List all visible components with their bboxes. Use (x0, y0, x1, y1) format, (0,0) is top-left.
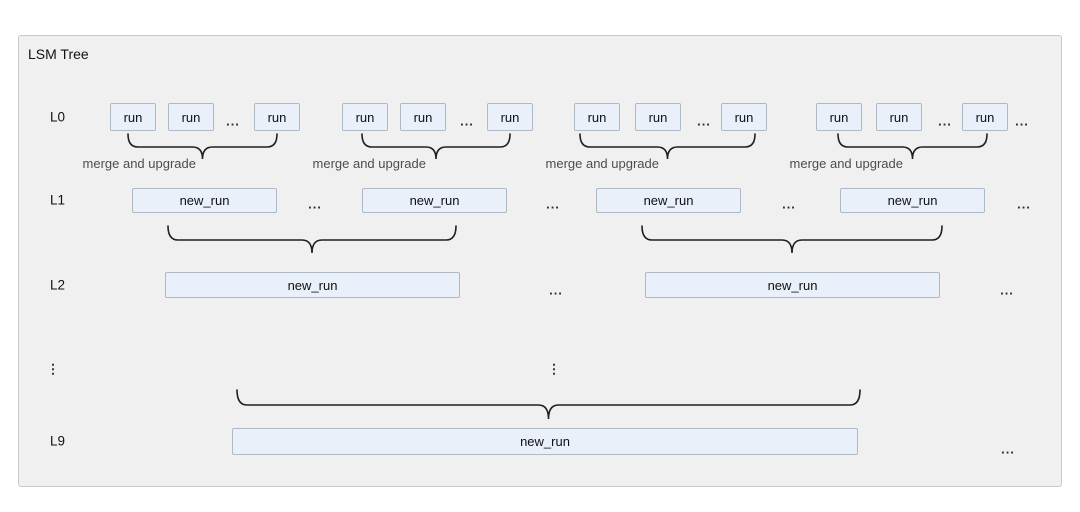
vertical-ellipsis: ⋮ (46, 361, 60, 377)
new-run-box: new_run (132, 188, 277, 213)
new-run-box: new_run (596, 188, 741, 213)
run-box: run (962, 103, 1008, 131)
ellipsis: ... (1001, 441, 1015, 457)
level-label-l9: L9 (50, 433, 66, 449)
run-box: run (400, 103, 446, 131)
new-run-box: new_run (840, 188, 985, 213)
level-label-l0: L0 (50, 109, 66, 125)
level-label-l2: L2 (50, 277, 66, 293)
ellipsis: ... (1000, 282, 1014, 298)
vertical-ellipsis: ⋮ (547, 361, 561, 377)
run-box: run (254, 103, 300, 131)
run-box: run (574, 103, 620, 131)
ellipsis: ... (460, 113, 474, 129)
ellipsis: ... (226, 113, 240, 129)
run-box: run (342, 103, 388, 131)
ellipsis: ... (1017, 196, 1031, 212)
run-box: run (876, 103, 922, 131)
merge-and-upgrade-label: merge and upgrade (82, 156, 196, 171)
run-box: run (110, 103, 156, 131)
ellipsis: ... (1015, 113, 1029, 129)
ellipsis: ... (308, 196, 322, 212)
ellipsis: ... (546, 196, 560, 212)
ellipsis: ... (938, 113, 952, 129)
new-run-box: new_run (645, 272, 940, 298)
run-box: run (721, 103, 767, 131)
run-box: run (487, 103, 533, 131)
level-label-l1: L1 (50, 192, 66, 208)
new-run-box: new_run (232, 428, 858, 455)
merge-and-upgrade-label: merge and upgrade (545, 156, 659, 171)
run-box: run (635, 103, 681, 131)
diagram-title: LSM Tree (28, 46, 89, 62)
merge-and-upgrade-label: merge and upgrade (312, 156, 426, 171)
ellipsis: ... (782, 196, 796, 212)
new-run-box: new_run (362, 188, 507, 213)
merge-and-upgrade-label: merge and upgrade (789, 156, 903, 171)
run-box: run (816, 103, 862, 131)
ellipsis: ... (697, 113, 711, 129)
new-run-box: new_run (165, 272, 460, 298)
ellipsis: ... (549, 282, 563, 298)
run-box: run (168, 103, 214, 131)
